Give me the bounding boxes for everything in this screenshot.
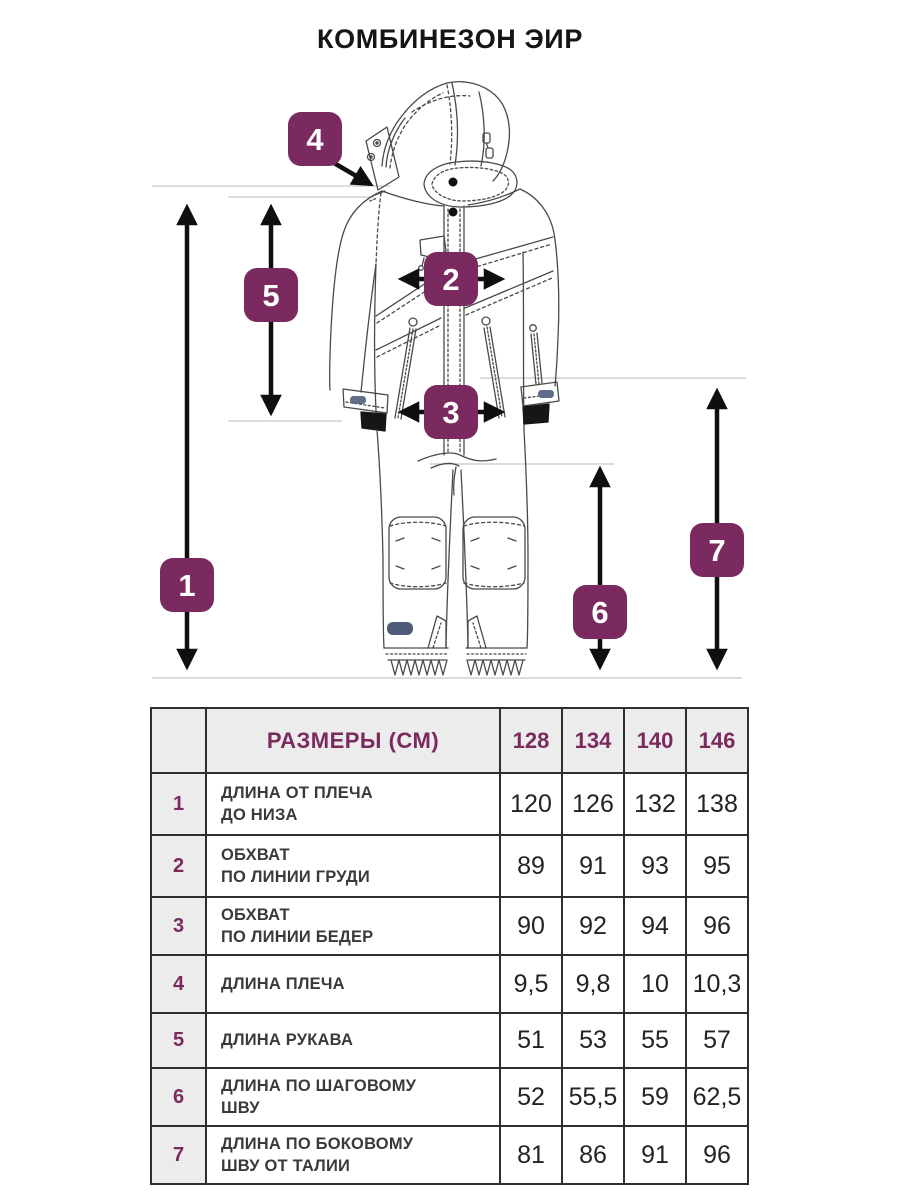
sizes-header-label: РАЗМЕРЫ (СМ) — [205, 707, 501, 774]
measurement-value: 10,3 — [685, 954, 749, 1014]
table-row: 7 ДЛИНА ПО БОКОВОМУ ШВУ ОТ ТАЛИИ 81 86 9… — [150, 1125, 749, 1185]
table-row: 4 ДЛИНА ПЛЕЧА 9,5 9,8 10 10,3 — [150, 954, 749, 1014]
row-number: 6 — [150, 1067, 207, 1127]
measurement-value: 81 — [499, 1125, 563, 1185]
row-number: 1 — [150, 772, 207, 836]
measurement-value: 90 — [499, 896, 563, 956]
measurement-value: 51 — [499, 1012, 563, 1069]
measurement-value: 95 — [685, 834, 749, 898]
hood — [365, 80, 511, 202]
measure-marker-4: 4 — [288, 112, 342, 166]
size-table-header-row: РАЗМЕРЫ (СМ) 128 134 140 146 — [150, 707, 749, 774]
measure-marker-3: 3 — [424, 385, 478, 439]
jumpsuit-outline — [328, 80, 560, 676]
row-number: 2 — [150, 834, 207, 898]
measurement-label: ДЛИНА ПЛЕЧА — [205, 954, 501, 1014]
table-row: 1 ДЛИНА ОТ ПЛЕЧА ДО НИЗА 120 126 132 138 — [150, 772, 749, 836]
guide-lines — [152, 185, 746, 679]
size-table: РАЗМЕРЫ (СМ) 128 134 140 146 1 ДЛИНА ОТ … — [150, 707, 749, 1185]
measurement-value: 9,5 — [499, 954, 563, 1014]
sleeve-cuffs — [342, 381, 560, 432]
page-title: КОМБИНЕЗОН ЭИР — [317, 24, 583, 54]
size-column-128: 128 — [499, 707, 563, 774]
size-column-134: 134 — [561, 707, 625, 774]
measurement-value: 96 — [685, 896, 749, 956]
measurement-value: 59 — [623, 1067, 687, 1127]
measurement-label: ОБХВАТ ПО ЛИНИИ БЕДЕР — [205, 896, 501, 956]
measurement-value: 132 — [623, 772, 687, 836]
table-row: 3 ОБХВАТ ПО ЛИНИИ БЕДЕР 90 92 94 96 — [150, 896, 749, 956]
measure-marker-5: 5 — [244, 268, 298, 322]
row-number: 5 — [150, 1012, 207, 1069]
measurement-value: 120 — [499, 772, 563, 836]
row-number: 7 — [150, 1125, 207, 1185]
measurement-value: 9,8 — [561, 954, 625, 1014]
measurement-value: 86 — [561, 1125, 625, 1185]
table-row: 5 ДЛИНА РУКАВА 51 53 55 57 — [150, 1012, 749, 1069]
size-column-140: 140 — [623, 707, 687, 774]
row-number: 4 — [150, 954, 207, 1014]
measurement-value: 92 — [561, 896, 625, 956]
header-corner-cell — [150, 707, 207, 774]
measure-marker-2: 2 — [424, 252, 478, 306]
measure-marker-6: 6 — [573, 585, 627, 639]
measurement-value: 138 — [685, 772, 749, 836]
measurement-label: ОБХВАТ ПО ЛИНИИ ГРУДИ — [205, 834, 501, 898]
measurement-value: 89 — [499, 834, 563, 898]
measurement-label: ДЛИНА ПО ШАГОВОМУ ШВУ — [205, 1067, 501, 1127]
measurement-value: 91 — [561, 834, 625, 898]
zippers — [394, 316, 543, 420]
row-number: 3 — [150, 896, 207, 956]
measurement-value: 62,5 — [685, 1067, 749, 1127]
legs — [376, 429, 529, 676]
table-row: 6 ДЛИНА ПО ШАГОВОМУ ШВУ 52 55,5 59 62,5 — [150, 1067, 749, 1127]
size-column-146: 146 — [685, 707, 749, 774]
measurement-value: 91 — [623, 1125, 687, 1185]
measurement-label: ДЛИНА ПО БОКОВОМУ ШВУ ОТ ТАЛИИ — [205, 1125, 501, 1185]
torso-sleeves — [328, 188, 560, 431]
measure-marker-7: 7 — [690, 523, 744, 577]
measurement-value: 55,5 — [561, 1067, 625, 1127]
measurement-value: 126 — [561, 772, 625, 836]
measure-arrow-4 — [332, 161, 374, 187]
measurement-value: 94 — [623, 896, 687, 956]
measurement-value: 96 — [685, 1125, 749, 1185]
measurement-value: 55 — [623, 1012, 687, 1069]
measurement-value: 52 — [499, 1067, 563, 1127]
garment-technical-drawing — [152, 80, 746, 679]
measurement-value: 93 — [623, 834, 687, 898]
measurement-label: ДЛИНА РУКАВА — [205, 1012, 501, 1069]
measurement-value: 10 — [623, 954, 687, 1014]
measurement-value: 53 — [561, 1012, 625, 1069]
measurement-label: ДЛИНА ОТ ПЛЕЧА ДО НИЗА — [205, 772, 501, 836]
measure-marker-1: 1 — [160, 558, 214, 612]
table-row: 2 ОБХВАТ ПО ЛИНИИ ГРУДИ 89 91 93 95 — [150, 834, 749, 898]
measurement-value: 57 — [685, 1012, 749, 1069]
